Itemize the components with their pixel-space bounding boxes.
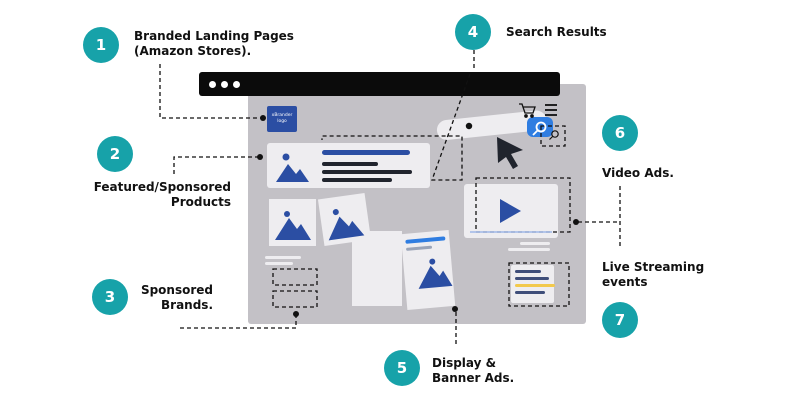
callout-badge-5: 5 xyxy=(384,350,420,386)
cart-icon xyxy=(519,103,536,118)
play-icon xyxy=(500,199,521,223)
callout-label-line: Featured/Sponsored xyxy=(93,180,231,194)
text-line-placeholder xyxy=(322,162,378,166)
window-dot-icon xyxy=(233,81,240,88)
text-line-placeholder xyxy=(515,277,549,280)
search-frame-outline xyxy=(540,125,566,147)
text-line-placeholder xyxy=(515,270,541,273)
callout-badge-6: 6 xyxy=(602,115,638,151)
image-icon xyxy=(328,209,365,241)
logo-text-line-1: xBrander xyxy=(271,113,293,118)
callout-label-line: Products xyxy=(170,195,231,209)
cursor-arrow-icon xyxy=(497,137,523,169)
connector-dot xyxy=(257,154,263,160)
callout-badge-2: 2 xyxy=(97,136,133,172)
callout-label-line: Display & xyxy=(432,356,497,370)
callout-label-line: Branded Landing Pages xyxy=(134,29,294,43)
text-line-placeholder xyxy=(520,242,550,245)
connector-line xyxy=(159,64,262,119)
callout-label-line: Sponsored xyxy=(140,283,213,297)
connector-line xyxy=(173,156,258,174)
connector-dot xyxy=(465,122,473,130)
video-frame-outline xyxy=(475,177,571,233)
browser-titlebar xyxy=(199,72,560,96)
text-line-placeholder xyxy=(322,150,410,155)
live-frame-outline xyxy=(508,262,570,307)
logo-text-line-2: logo xyxy=(277,119,287,124)
connector-dot xyxy=(573,219,579,225)
text-line-placeholder xyxy=(265,256,301,259)
callout-label-line: Live Streaming xyxy=(602,260,705,274)
text-line-placeholder xyxy=(508,248,550,251)
callout-label-3: Sponsored Brands. xyxy=(120,283,213,313)
callout-label-7: Live Streaming events xyxy=(602,260,704,290)
callout-label-1: Branded Landing Pages (Amazon Stores). xyxy=(134,29,294,59)
search-icon xyxy=(532,121,547,136)
text-line-placeholder xyxy=(322,178,392,182)
text-line-placeholder xyxy=(515,291,545,294)
search-icon xyxy=(549,130,559,140)
image-icon xyxy=(271,148,311,184)
hamburger-menu-icon xyxy=(545,104,557,116)
callout-label-4: Search Results xyxy=(506,25,607,40)
callout-badge-4: 4 xyxy=(455,14,491,50)
image-icon xyxy=(418,258,453,289)
connector-dot xyxy=(293,311,299,317)
brand-slot-outline xyxy=(272,290,318,308)
callout-badge-3: 3 xyxy=(92,279,128,315)
callout-label-2: Featured/Sponsored Products xyxy=(60,180,231,210)
window-dot-icon xyxy=(221,81,228,88)
connector-dot xyxy=(452,306,458,312)
brand-slot-outline xyxy=(272,268,318,286)
callout-label-line: Brands. xyxy=(161,298,213,312)
text-line-placeholder xyxy=(515,284,555,287)
callout-label-line: (Amazon Stores). xyxy=(134,44,252,58)
search-button xyxy=(527,117,553,137)
callout-label-line: Search Results xyxy=(506,25,607,39)
text-line-placeholder xyxy=(406,245,433,251)
brand-logo: xBrander logo xyxy=(267,106,297,132)
callout-label-5: Display & Banner Ads. xyxy=(432,356,514,386)
text-line-placeholder xyxy=(322,170,412,174)
callout-label-6: Video Ads. xyxy=(602,166,674,181)
text-line-placeholder xyxy=(405,236,446,244)
connector-dot xyxy=(260,115,266,121)
callout-label-line: events xyxy=(602,275,648,289)
window-dot-icon xyxy=(209,81,216,88)
connector-line xyxy=(180,316,297,329)
display-ad-block xyxy=(352,231,402,306)
callout-label-line: Video Ads. xyxy=(602,166,674,180)
banner-ad-contents xyxy=(405,236,453,289)
callout-badge-7: 7 xyxy=(602,302,638,338)
connector-line xyxy=(321,73,471,181)
callout-label-line: Banner Ads. xyxy=(432,371,515,385)
callout-badge-1: 1 xyxy=(83,27,119,63)
image-icon xyxy=(275,211,311,240)
text-line-placeholder xyxy=(265,262,293,265)
